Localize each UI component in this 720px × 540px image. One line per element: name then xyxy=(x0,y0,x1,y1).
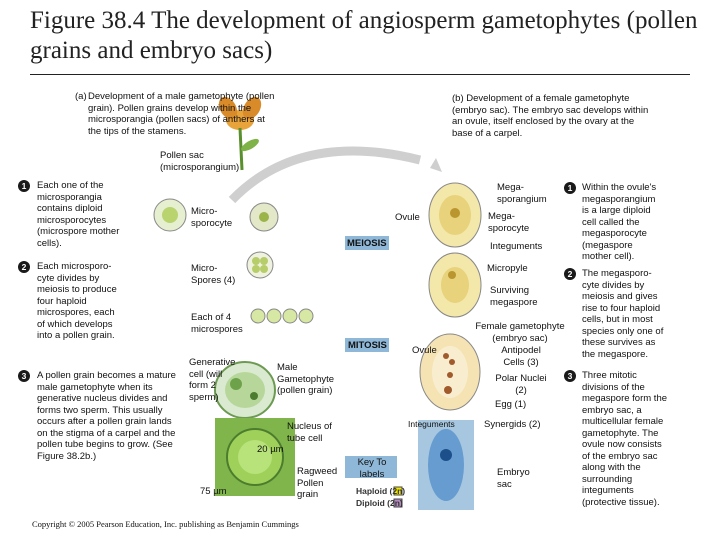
microspores-four xyxy=(246,251,274,279)
megasporangium-label: Mega-sporangium xyxy=(497,182,547,205)
female-gametophyte-label: Female gametophyte (embryo sac) xyxy=(475,321,565,344)
ovule-bottom-label: Ovule xyxy=(412,345,437,356)
generative-cell-label: Generative cell (will form 2 sperm) xyxy=(189,357,236,403)
embryo-sac-drawing xyxy=(419,333,481,411)
egg-label: Egg (1) xyxy=(495,399,527,410)
tube-cell-nucleus-label: Nucleus of tube cell xyxy=(287,421,332,444)
key-diploid: Diploid (2n) xyxy=(356,498,403,508)
step-a-2-number: 2 xyxy=(18,261,30,273)
mitosis-box xyxy=(345,338,389,352)
integuments-top-label: Integuments xyxy=(490,241,543,252)
step-a-1-number: 1 xyxy=(18,180,30,192)
step-a-2-text: Each microsporo-cyte divides by meiosis … xyxy=(37,261,117,341)
four-microspores-label: Each of 4 microspores xyxy=(191,312,243,335)
scale-75um: 75 µm xyxy=(200,486,227,497)
key-box xyxy=(345,456,397,478)
scale-20um: 20 µm xyxy=(257,444,284,455)
ovule-top-drawing xyxy=(428,182,482,248)
surviving-megaspore-label: Surviving megaspore xyxy=(490,285,538,308)
cycle-arrow-top xyxy=(228,146,422,204)
microsporocyte-label: Micro-sporocyte xyxy=(191,206,233,229)
meiosis-label: MEIOSIS xyxy=(347,238,387,249)
step-a-3-text: A pollen grain becomes a mature male gam… xyxy=(37,370,176,462)
ragweed-pollen-image xyxy=(215,418,295,496)
polar-nuclei-label: Polar Nuclei (2) xyxy=(495,373,547,396)
key-haploid: Haploid (2n) xyxy=(356,486,406,496)
title-rule xyxy=(30,74,690,75)
ovule-middle-drawing xyxy=(428,252,482,318)
part-b-heading: (b) Development of a female gametophyte … xyxy=(452,93,649,139)
microsporocyte-nucleus xyxy=(259,212,269,222)
anther-section-1 xyxy=(153,198,187,232)
pollen-grain-drawing xyxy=(214,361,276,419)
synergids-label: Synergids (2) xyxy=(484,419,541,430)
step-a-1-text: Each one of the microsporangia contains … xyxy=(37,180,120,249)
step-b-3-number: 3 xyxy=(564,370,576,382)
key-title: Key To labels xyxy=(357,457,387,480)
megasporocyte-label: Mega-sporocyte xyxy=(488,211,530,234)
mitosis-label: MITOSIS xyxy=(348,340,387,351)
four-microspores-row xyxy=(250,308,314,324)
step-b-1-number: 1 xyxy=(564,182,576,194)
step-b-3-text: Three mitotic divisions of the megaspore… xyxy=(582,370,668,508)
microspores-label: Micro-Spores (4) xyxy=(191,263,236,286)
meiosis-box xyxy=(345,236,389,250)
ragweed-label: Ragweed Pollen grain xyxy=(297,466,338,500)
ovule-top-label: Ovule xyxy=(395,212,420,223)
embryo-sac-label: Embryo sac xyxy=(497,467,530,490)
pollen-sac-label: Pollen sac (microsporangium) xyxy=(160,150,240,173)
part-a-marker: (a) xyxy=(75,91,87,102)
step-b-2-text: The megasporo-cyte divides by meiosis an… xyxy=(582,268,664,360)
male-gametophyte-label: Male Gametophyte (pollen grain) xyxy=(277,362,335,396)
micropyle-label: Micropyle xyxy=(487,263,528,274)
step-b-2-number: 2 xyxy=(564,268,576,280)
flower-illustration xyxy=(218,96,262,171)
embryo-sac-micrograph xyxy=(418,420,474,510)
part-a-heading: Development of a male gametophyte (polle… xyxy=(88,91,275,137)
figure-title: Figure 38.4 The development of angiosper… xyxy=(30,7,698,64)
integuments-bottom-label: Integuments xyxy=(408,419,455,429)
step-b-1-text: Within the ovule's megasporangium is a l… xyxy=(582,182,657,262)
cycle-arrowhead xyxy=(430,158,442,172)
diploid-swatch xyxy=(393,498,403,508)
haploid-swatch xyxy=(393,486,403,496)
copyright-notice: Copyright © 2005 Pearson Education, Inc.… xyxy=(32,519,299,529)
step-a-3-number: 3 xyxy=(18,370,30,382)
antipodal-label: Antipodel Cells (3) xyxy=(501,345,541,368)
